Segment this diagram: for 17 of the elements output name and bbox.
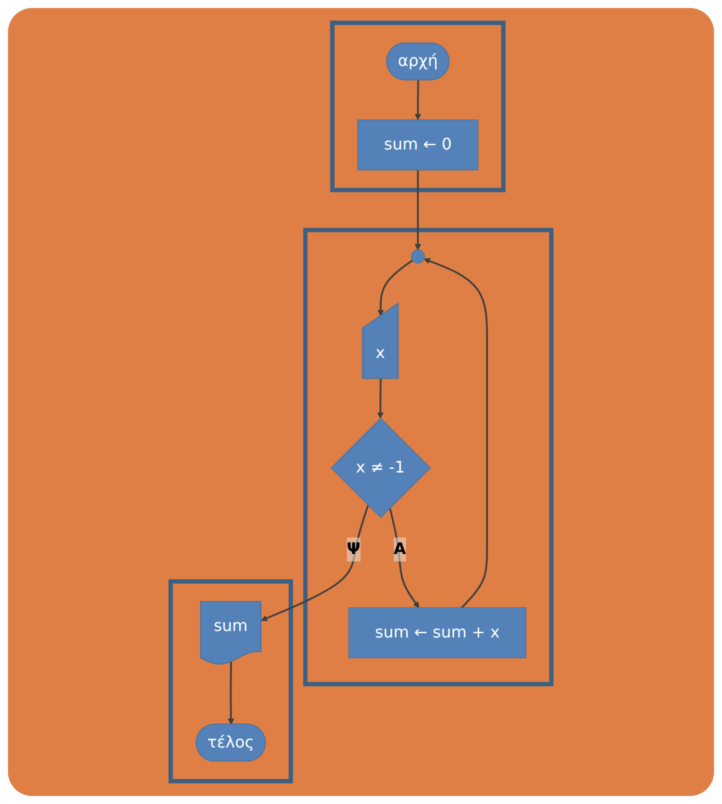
arrow (228, 662, 234, 725)
cluster (168, 579, 293, 784)
node-circle (410, 250, 425, 264)
cluster (330, 20, 506, 192)
arrow (377, 378, 384, 419)
arrow (424, 258, 488, 608)
arrow (389, 508, 420, 608)
node-box: sum ← 0 (357, 120, 478, 170)
node-diamond: x ≠ -1 (330, 418, 431, 518)
arrow (377, 260, 414, 316)
arrow (414, 80, 422, 120)
edge-label: Α (394, 540, 406, 559)
arrow (260, 504, 369, 622)
cluster (303, 228, 554, 686)
node-box: sum ← sum + x (348, 607, 526, 658)
edge-label: Ψ (346, 540, 360, 559)
arrow (414, 170, 422, 250)
